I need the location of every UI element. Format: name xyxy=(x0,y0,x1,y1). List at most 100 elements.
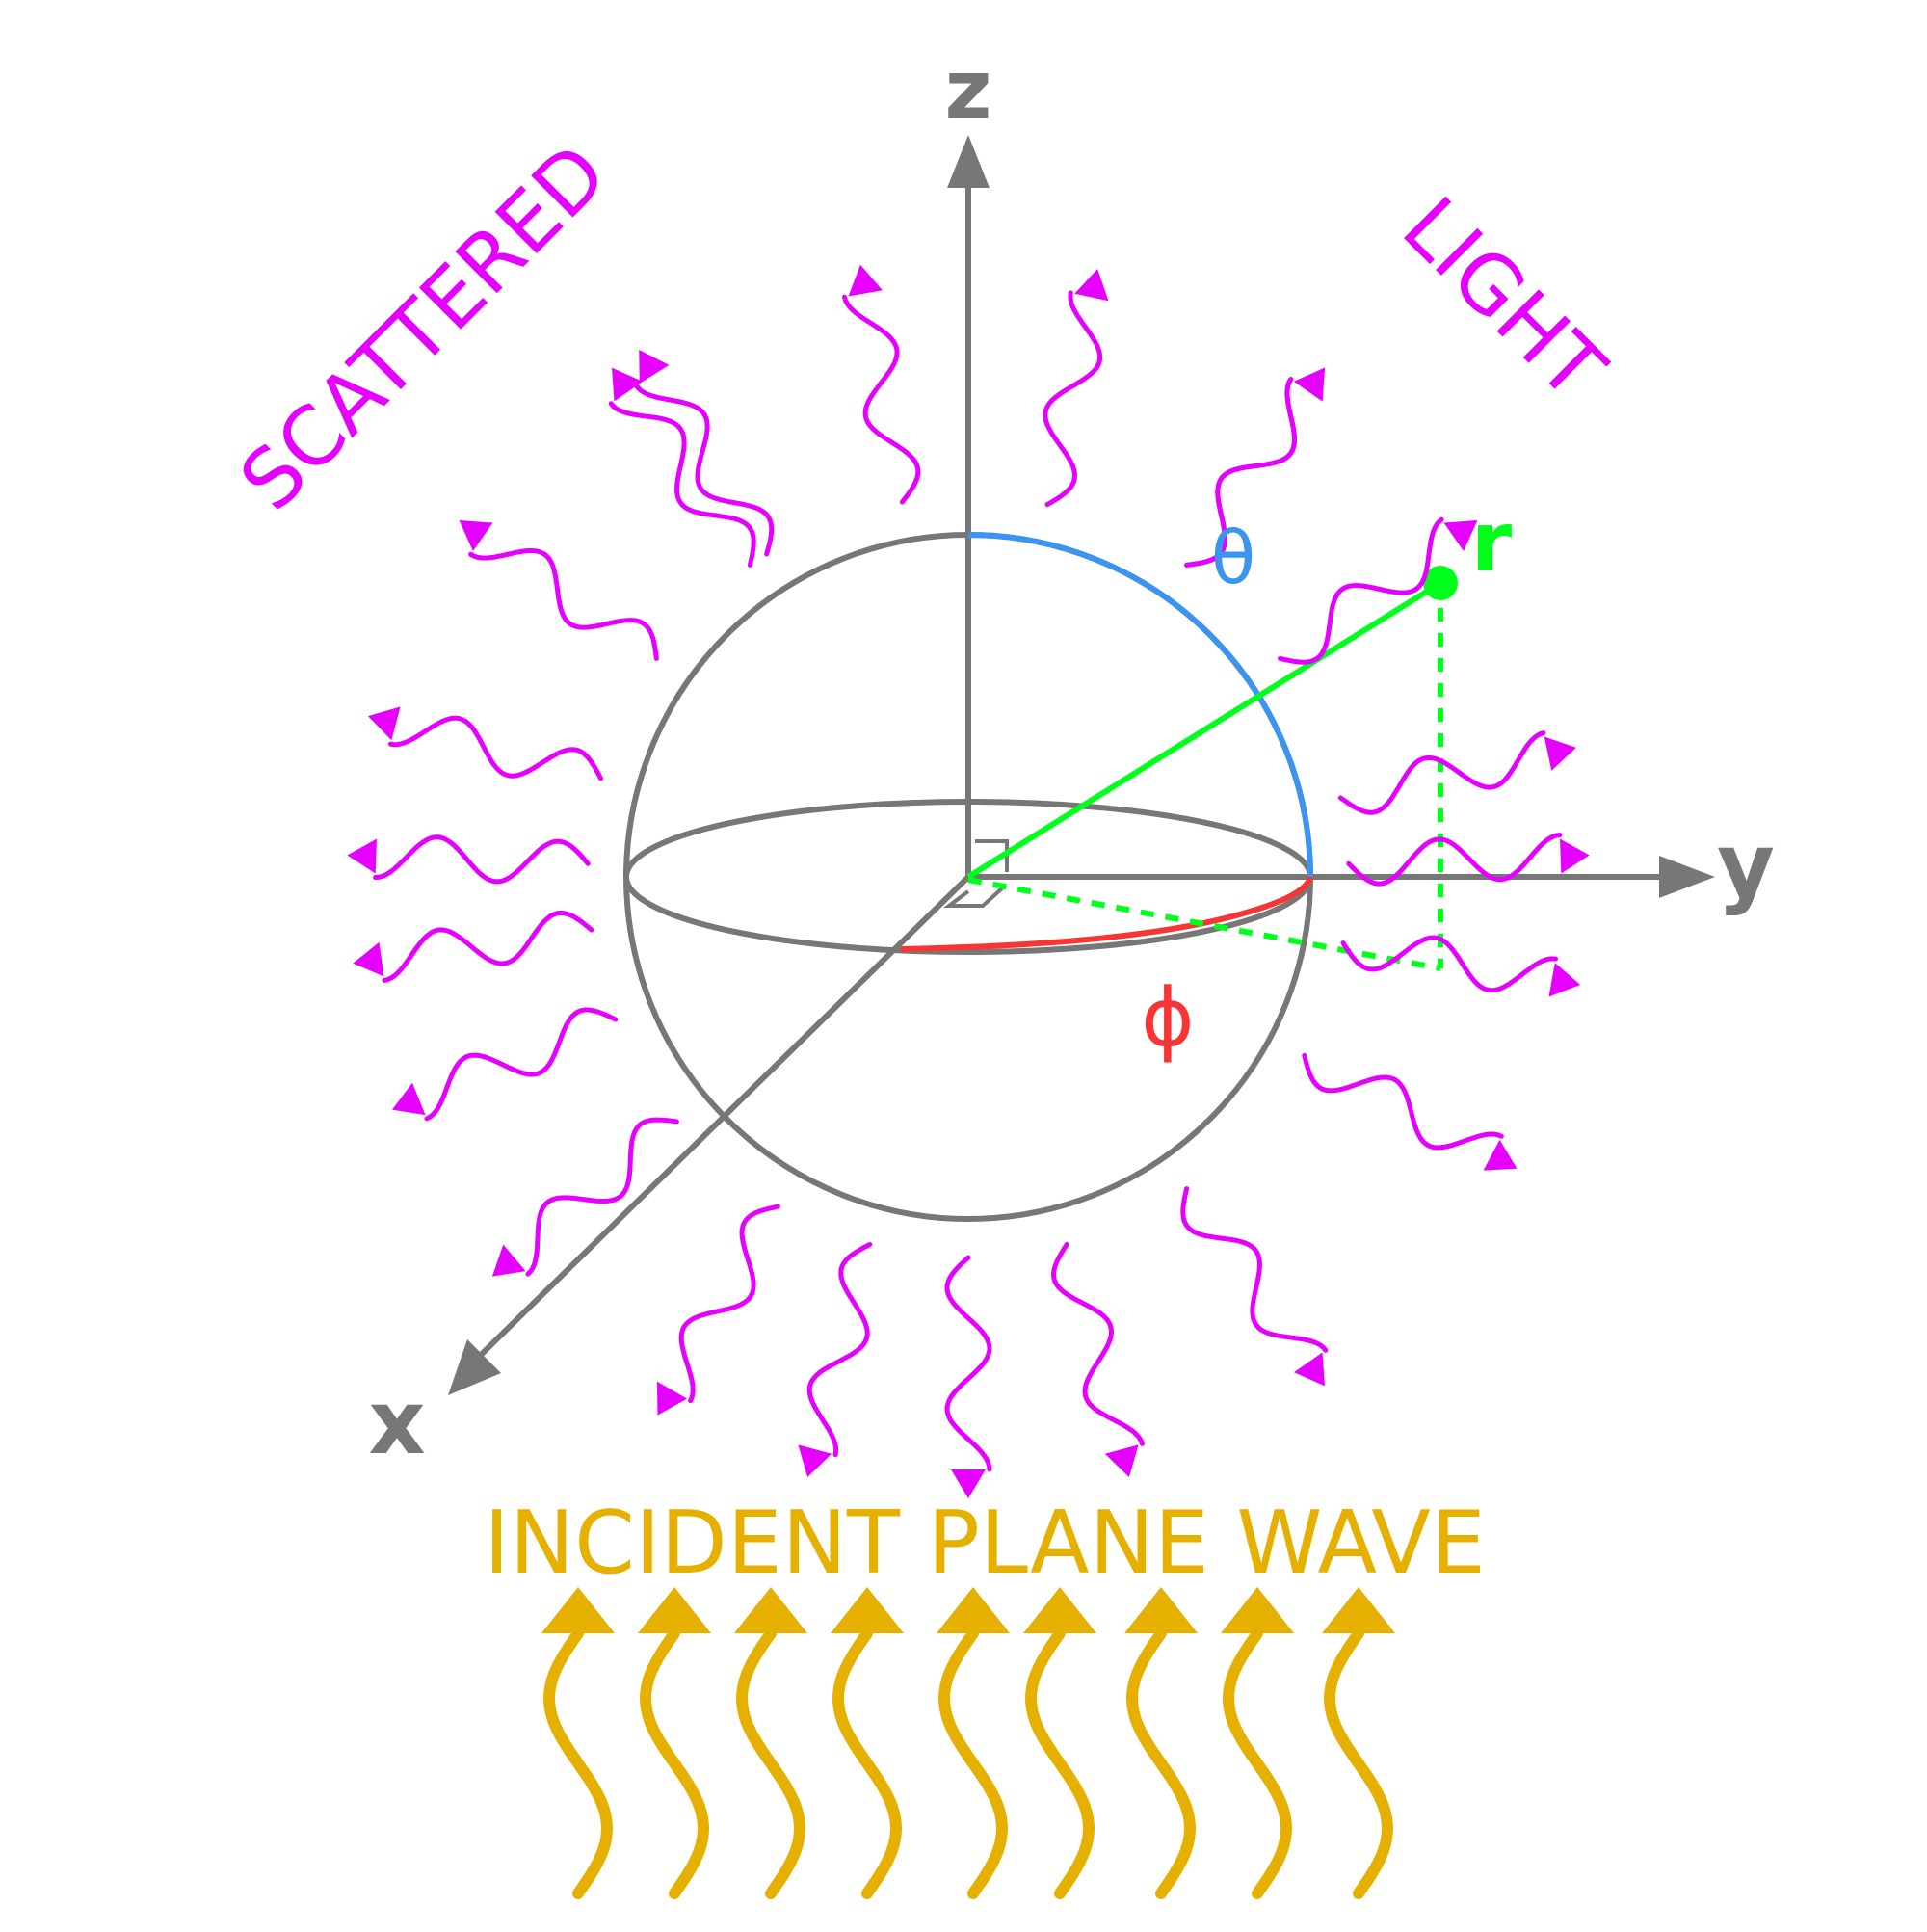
scattered-wave-arrow-2-head xyxy=(1074,269,1109,302)
scattered-wave-arrow-17-stem xyxy=(525,1117,679,1277)
scattered-wave-arrow-3-head xyxy=(639,350,670,384)
radius-vector xyxy=(966,580,1442,880)
incident-wave-arrow-2-stem xyxy=(639,1628,710,1899)
incident-wave-arrow-9 xyxy=(1322,1587,1395,1899)
incident-wave-arrow-2 xyxy=(638,1587,711,1899)
scattered-wave-arrow-22 xyxy=(1180,1186,1329,1387)
scattered-wave-arrow-14-head xyxy=(1560,838,1590,874)
scattered-wave-arrow-15-head xyxy=(1548,963,1581,997)
scattered-wave-arrow-18 xyxy=(656,1204,780,1416)
incident-wave-label: INCIDENT PLANE WAVE xyxy=(484,1493,1485,1594)
scattered-wave-arrow-11-stem xyxy=(382,910,594,983)
scattered-light-arrows xyxy=(347,264,1590,1498)
incident-wave-arrow-9-stem xyxy=(1323,1628,1394,1899)
scattered-wave-arrow-1 xyxy=(842,264,921,505)
scattered-wave-arrow-9 xyxy=(368,706,603,781)
scattered-wave-arrow-14-stem xyxy=(1346,833,1563,887)
incident-wave-arrow-1-head xyxy=(541,1587,615,1633)
incident-wave-arrow-2-head xyxy=(638,1587,711,1633)
scattered-label: SCATTERED xyxy=(222,125,624,528)
scattered-wave-arrow-19 xyxy=(798,1242,873,1477)
radius-projection-plane xyxy=(967,877,1441,971)
scattered-wave-arrow-5-stem xyxy=(468,547,659,661)
scattered-wave-arrow-21 xyxy=(1050,1242,1145,1477)
phi-label: ϕ xyxy=(1141,970,1194,1065)
incident-wave-arrow-7-head xyxy=(1124,1587,1198,1633)
scattered-wave-arrow-1-head xyxy=(848,264,883,297)
scattered-wave-arrow-9-head xyxy=(368,706,401,741)
incident-wave-arrow-4-head xyxy=(831,1587,904,1633)
incident-wave-arrow-7-stem xyxy=(1125,1628,1197,1899)
scattered-wave-arrow-10 xyxy=(347,834,591,885)
scattered-wave-arrow-8-stem xyxy=(1278,516,1444,665)
incident-wave-arrow-7 xyxy=(1124,1587,1198,1899)
incident-wave-arrow-5-head xyxy=(937,1587,1010,1633)
scattered-wave-arrow-14 xyxy=(1346,833,1590,887)
z-axis-arrowhead xyxy=(947,135,990,188)
scattered-wave-arrow-9-stem xyxy=(387,715,603,781)
incident-wave-arrows xyxy=(541,1587,1395,1899)
scattered-wave-arrow-22-stem xyxy=(1180,1186,1329,1353)
incident-wave-arrow-1-stem xyxy=(542,1628,614,1899)
scattered-wave-arrow-5 xyxy=(459,520,659,661)
z-axis-label: z xyxy=(945,42,992,137)
y-axis-label: y xyxy=(1717,814,1775,917)
scattered-wave-arrow-20-head xyxy=(951,1469,986,1498)
scattered-wave-arrow-12-stem xyxy=(424,1007,619,1122)
scattered-wave-arrow-7 xyxy=(1184,367,1325,568)
scattered-wave-arrow-2-stem xyxy=(1043,290,1103,508)
scattered-wave-arrow-19-head xyxy=(798,1444,832,1477)
theta-label: θ xyxy=(1211,515,1256,600)
scattered-wave-arrow-20 xyxy=(944,1255,992,1498)
scattered-wave-arrow-15 xyxy=(1340,935,1581,997)
scattered-wave-arrow-16-head xyxy=(1483,1139,1518,1171)
scattered-wave-arrow-10-stem xyxy=(373,834,591,885)
incident-wave-arrow-6-stem xyxy=(1024,1628,1095,1899)
scattered-wave-arrow-21-head xyxy=(1104,1444,1139,1477)
scattered-wave-arrow-2 xyxy=(1043,269,1109,508)
scattered-wave-arrow-6-stem xyxy=(608,401,756,568)
scattered-wave-arrow-3-stem xyxy=(633,383,775,557)
scattered-wave-arrow-19-stem xyxy=(806,1242,873,1458)
r-label: r xyxy=(1471,494,1513,591)
incident-wave-arrow-9-head xyxy=(1322,1587,1395,1633)
scattered-wave-arrow-13-stem xyxy=(1337,730,1546,815)
scattered-wave-arrow-3 xyxy=(633,350,775,557)
scattered-wave-arrow-12 xyxy=(392,1007,619,1122)
incident-wave-arrow-6-head xyxy=(1023,1587,1096,1633)
sphere xyxy=(623,532,1458,1222)
light-label: LIGHT xyxy=(1385,179,1623,417)
scattered-wave-arrow-18-stem xyxy=(678,1204,780,1404)
incident-wave-arrow-8 xyxy=(1221,1587,1294,1899)
incident-wave-arrow-5-stem xyxy=(937,1628,1009,1899)
scattered-wave-arrow-22-head xyxy=(1294,1352,1325,1387)
scattered-wave-arrow-11-head xyxy=(353,941,384,977)
y-axis-arrowhead xyxy=(1659,856,1715,898)
scattered-wave-arrow-16 xyxy=(1302,1052,1518,1171)
scattered-wave-arrow-17 xyxy=(491,1117,679,1277)
scattered-wave-arrow-12-head xyxy=(392,1082,426,1116)
scattered-wave-arrow-13-head xyxy=(1544,736,1576,771)
incident-wave-arrow-3-head xyxy=(734,1587,807,1633)
incident-wave-arrow-4-stem xyxy=(832,1628,903,1899)
incident-wave-arrow-3 xyxy=(734,1587,807,1899)
phi-arc xyxy=(900,875,1313,952)
scattered-wave-arrow-6-head xyxy=(612,367,643,402)
scattered-wave-arrow-7-head xyxy=(1294,367,1325,402)
scattered-wave-arrow-18-head xyxy=(656,1381,688,1416)
scattered-wave-arrow-1-stem xyxy=(842,294,921,505)
scattered-wave-arrow-5-head xyxy=(459,520,493,551)
incident-wave-arrow-8-head xyxy=(1221,1587,1294,1633)
incident-wave-arrow-5 xyxy=(937,1587,1010,1899)
right-angle-marker xyxy=(943,839,1009,908)
scattered-wave-arrow-16-stem xyxy=(1302,1052,1504,1151)
scattered-wave-arrow-8 xyxy=(1278,516,1478,665)
scattered-wave-arrow-13 xyxy=(1337,730,1576,815)
incident-wave-arrow-4 xyxy=(831,1587,904,1899)
incident-wave-arrow-3-stem xyxy=(735,1628,806,1899)
incident-wave-arrow-8-stem xyxy=(1222,1628,1293,1899)
scattered-wave-arrow-20-stem xyxy=(944,1255,992,1472)
theta-arc xyxy=(967,532,1313,878)
